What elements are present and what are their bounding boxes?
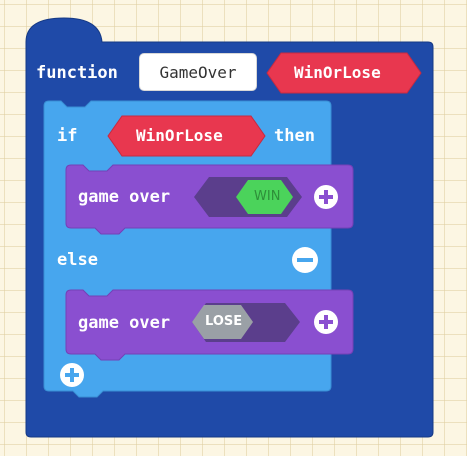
function-name-value: GameOver bbox=[159, 62, 237, 82]
win-toggle-value[interactable]: WIN bbox=[254, 189, 281, 204]
function-param-shape bbox=[266, 52, 422, 94]
lose-toggle-shape bbox=[192, 305, 253, 339]
condition-param-shape bbox=[107, 115, 266, 157]
condition-param-label[interactable]: WinOrLose bbox=[136, 126, 223, 145]
function-param-label[interactable]: WinOrLose bbox=[294, 63, 381, 82]
else-keyword: else bbox=[57, 250, 98, 270]
function-keyword: function bbox=[36, 63, 118, 83]
win-toggle-shape bbox=[236, 180, 293, 214]
function-name-input[interactable]: GameOver bbox=[139, 53, 257, 91]
then-statement-label: game over bbox=[78, 187, 171, 207]
minus-circle-icon[interactable] bbox=[292, 247, 318, 273]
else-statement-label: game over bbox=[78, 313, 171, 333]
then-keyword: then bbox=[274, 126, 315, 146]
if-keyword: if bbox=[57, 126, 78, 146]
lose-toggle-value[interactable]: LOSE bbox=[205, 314, 243, 329]
plus-circle-icon[interactable] bbox=[314, 310, 338, 334]
plus-circle-icon[interactable] bbox=[314, 185, 338, 209]
plus-circle-icon[interactable] bbox=[60, 363, 84, 387]
